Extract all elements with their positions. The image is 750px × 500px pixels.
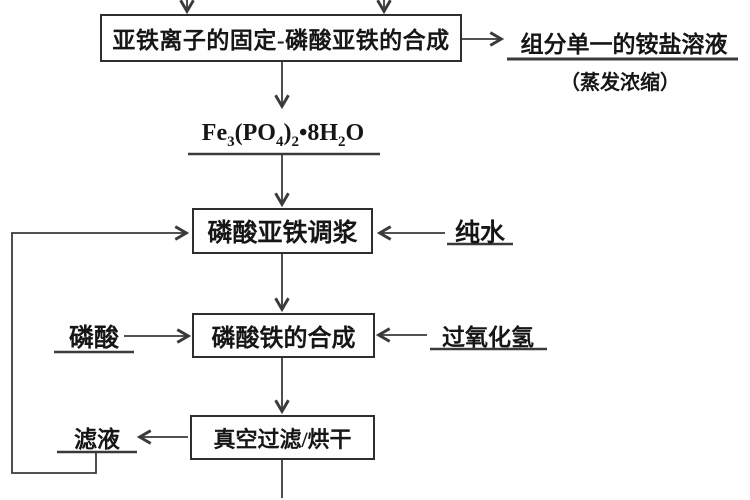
- label-chemical-formula: Fe3(PO4)2•8H2O: [201, 119, 365, 150]
- node-vacuum-filtration-drying: 真空过滤/烘干: [190, 415, 375, 460]
- node-synthesis-label: 磷酸铁的合成: [211, 326, 356, 352]
- arrow-recycle-loop: [11, 233, 186, 474]
- node-filtration-label: 真空过滤/烘干: [213, 426, 352, 452]
- label-ammonium-salt-solution: 组分单一的铵盐溶液: [520, 32, 728, 57]
- node-fixation-label: 亚铁离子的固定-磷酸亚铁的合成: [112, 28, 450, 53]
- label-evaporation-concentration: （蒸发浓缩）: [560, 71, 680, 94]
- node-slurry-preparation: 磷酸亚铁调浆: [192, 208, 373, 254]
- node-iron-phosphate-synthesis: 磷酸铁的合成: [192, 313, 375, 358]
- label-phosphoric-acid: 磷酸: [68, 325, 119, 352]
- label-pure-water: 纯水: [454, 220, 505, 247]
- label-hydrogen-peroxide: 过氧化氢: [442, 325, 534, 350]
- node-fixation-ferrous-phosphate: 亚铁离子的固定-磷酸亚铁的合成: [100, 14, 462, 62]
- label-filtrate: 滤液: [74, 427, 120, 452]
- node-slurry-label: 磷酸亚铁调浆: [207, 220, 358, 247]
